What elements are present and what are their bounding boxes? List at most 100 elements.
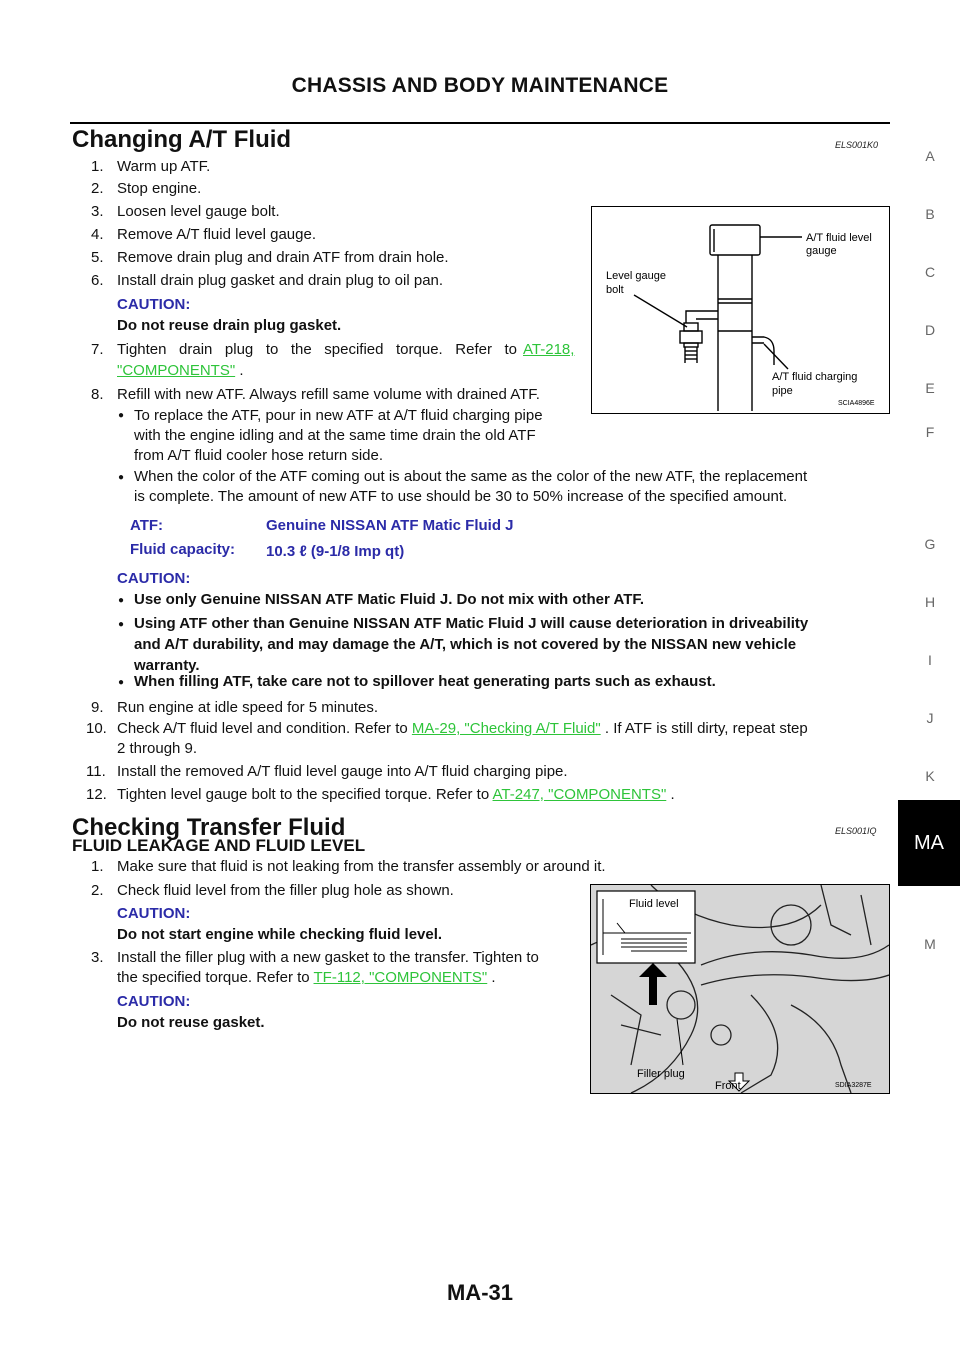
step-item: 2.: [91, 882, 104, 899]
step-text-wrap: "COMPONENTS" .: [117, 362, 244, 379]
bullet-text: from A/T fluid cooler hose return side.: [134, 447, 384, 464]
label-front: Front: [715, 1080, 741, 1092]
step-item: 3.: [91, 203, 104, 220]
caution-bullet: and A/T durability, and may damage the A…: [134, 636, 797, 653]
subsection-title: FLUID LEAKAGE AND FLUID LEVEL: [72, 836, 366, 855]
step-text: Make sure that fluid is not leaking from…: [117, 858, 606, 875]
level-gauge-illustration: A/T fluid level gauge Level gauge bolt A…: [606, 224, 875, 411]
page-header-title: CHASSIS AND BODY MAINTENANCE: [291, 74, 669, 97]
figure-code: SCIA4896E: [838, 400, 875, 407]
figure-level-gauge: A/T fluid level gauge Level gauge bolt A…: [591, 206, 890, 414]
section-code: ELS001K0: [835, 140, 879, 150]
caution-label: CAUTION:: [117, 296, 191, 313]
section-code: ELS001IQ: [835, 826, 877, 836]
step-item: 8.: [91, 386, 104, 403]
index-letter[interactable]: M: [924, 936, 936, 952]
bullet-dot: ●: [118, 677, 125, 688]
step-text: Tighten level gauge bolt to the specifie…: [117, 786, 675, 803]
bullet-dot: ●: [118, 619, 125, 630]
index-letter[interactable]: K: [925, 768, 935, 784]
ref-link-at-247[interactable]: AT-247, "COMPONENTS": [492, 786, 667, 803]
step-text: Check A/T fluid level and condition. Ref…: [117, 720, 808, 737]
step-text: Check fluid level from the filler plug h…: [117, 882, 454, 899]
section-title-checking-transfer-fluid: Checking Transfer Fluid: [72, 814, 346, 841]
step-item: 12.: [86, 786, 107, 803]
bullet-dot: ●: [118, 410, 125, 421]
ref-link-components[interactable]: "COMPONENTS": [117, 362, 236, 379]
spec-atf-label: ATF:: [130, 517, 164, 534]
label-charging-pipe-2: pipe: [772, 385, 793, 397]
step-text: Install drain plug gasket and drain plug…: [117, 272, 444, 289]
step-item: 7.: [91, 341, 104, 358]
step-text: the specified torque. Refer to TF-112, "…: [117, 969, 496, 986]
bullet-text: is complete. The amount of new ATF to us…: [134, 488, 788, 505]
index-letter[interactable]: E: [925, 380, 935, 396]
spec-atf-value: Genuine NISSAN ATF Matic Fluid J: [266, 517, 514, 534]
step-item: 9.: [91, 699, 104, 716]
caution-text: Do not reuse gasket.: [117, 1014, 265, 1031]
caution-text: Do not reuse drain plug gasket.: [117, 317, 342, 334]
label-fluid-level: Fluid level: [629, 898, 679, 910]
step-item: 6.: [91, 272, 104, 289]
caution-bullet: warranty.: [134, 657, 200, 674]
step-text: Remove A/T fluid level gauge.: [117, 226, 317, 243]
label-level-gauge-2: gauge: [806, 245, 837, 257]
step-text: Stop engine.: [117, 180, 202, 197]
ref-link-at-218[interactable]: AT-218,: [523, 341, 575, 358]
bullet-dot: ●: [118, 472, 125, 483]
step-text: Refill with new ATF. Always refill same …: [117, 386, 540, 403]
bullet-text: with the engine idling and at the same t…: [134, 427, 536, 444]
section-title-changing-at-fluid: Changing A/T Fluid: [72, 126, 292, 153]
index-letter[interactable]: C: [924, 264, 936, 280]
step-item: 11.: [86, 763, 106, 780]
index-letter[interactable]: J: [926, 710, 934, 726]
label-filler-plug: Filler plug: [637, 1068, 685, 1080]
step-item: 1.: [91, 158, 104, 175]
transfer-illustration: Fluid level Filler plug Front SDIA3287E: [590, 884, 890, 1094]
step-text: Run engine at idle speed for 5 minutes.: [117, 699, 378, 716]
label-gauge-bolt-2: bolt: [606, 284, 624, 296]
caution-text: Do not start engine while checking fluid…: [117, 926, 443, 943]
bullet-text: When the color of the ATF coming out is …: [134, 468, 808, 485]
step-item: 4.: [91, 226, 104, 243]
active-section-tab[interactable]: MA: [898, 800, 960, 886]
caution-bullet: When filling ATF, take care not to spill…: [134, 673, 716, 690]
step-text: Warm up ATF.: [117, 158, 211, 175]
step-text: Install the filler plug with a new gaske…: [117, 949, 539, 966]
ref-link-tf-112[interactable]: TF-112, "COMPONENTS": [313, 969, 488, 986]
step-text: Install the removed A/T fluid level gaug…: [117, 763, 568, 780]
index-letter[interactable]: F: [925, 424, 935, 440]
spec-capacity-value: 10.3 ℓ (9-1/8 Imp qt): [266, 543, 405, 560]
step-text: Tighten drain plug to the specified torq…: [117, 341, 517, 358]
caution-label: CAUTION:: [117, 570, 191, 587]
figure-code: SDIA3287E: [835, 1082, 872, 1089]
index-letter[interactable]: H: [924, 594, 936, 610]
step-item: 2.: [91, 180, 104, 197]
step-item: 3.: [91, 949, 104, 966]
ref-link-ma-29[interactable]: MA-29, "Checking A/T Fluid": [411, 720, 601, 737]
index-letter[interactable]: G: [924, 536, 936, 552]
caution-bullet: Use only Genuine NISSAN ATF Matic Fluid …: [134, 591, 645, 608]
step-item: 1.: [91, 858, 104, 875]
step-item: 5.: [91, 249, 104, 266]
bullet-dot: ●: [118, 595, 125, 606]
index-letter[interactable]: B: [925, 206, 935, 222]
step-item: 10.: [86, 720, 107, 737]
step-text: Loosen level gauge bolt.: [117, 203, 280, 220]
label-level-gauge: A/T fluid level: [806, 232, 872, 244]
figure-transfer-fluid: Fluid level Filler plug Front SDIA3287E: [590, 884, 890, 1094]
label-charging-pipe: A/T fluid charging: [772, 371, 857, 383]
section-index: A B C D E F G H I J K M: [900, 0, 960, 1358]
spec-capacity-label: Fluid capacity:: [130, 541, 236, 558]
caution-label: CAUTION:: [117, 993, 191, 1010]
header-rule: [70, 122, 890, 124]
step-text: 2 through 9.: [117, 740, 198, 757]
index-letter[interactable]: D: [924, 322, 936, 338]
page-number: MA-31: [446, 1280, 513, 1305]
index-letter[interactable]: A: [925, 148, 935, 164]
caution-label: CAUTION:: [117, 905, 191, 922]
step-text: Remove drain plug and drain ATF from dra…: [117, 249, 449, 266]
label-gauge-bolt: Level gauge: [606, 270, 666, 282]
caution-bullet: Using ATF other than Genuine NISSAN ATF …: [134, 615, 809, 632]
index-letter[interactable]: I: [928, 652, 932, 668]
